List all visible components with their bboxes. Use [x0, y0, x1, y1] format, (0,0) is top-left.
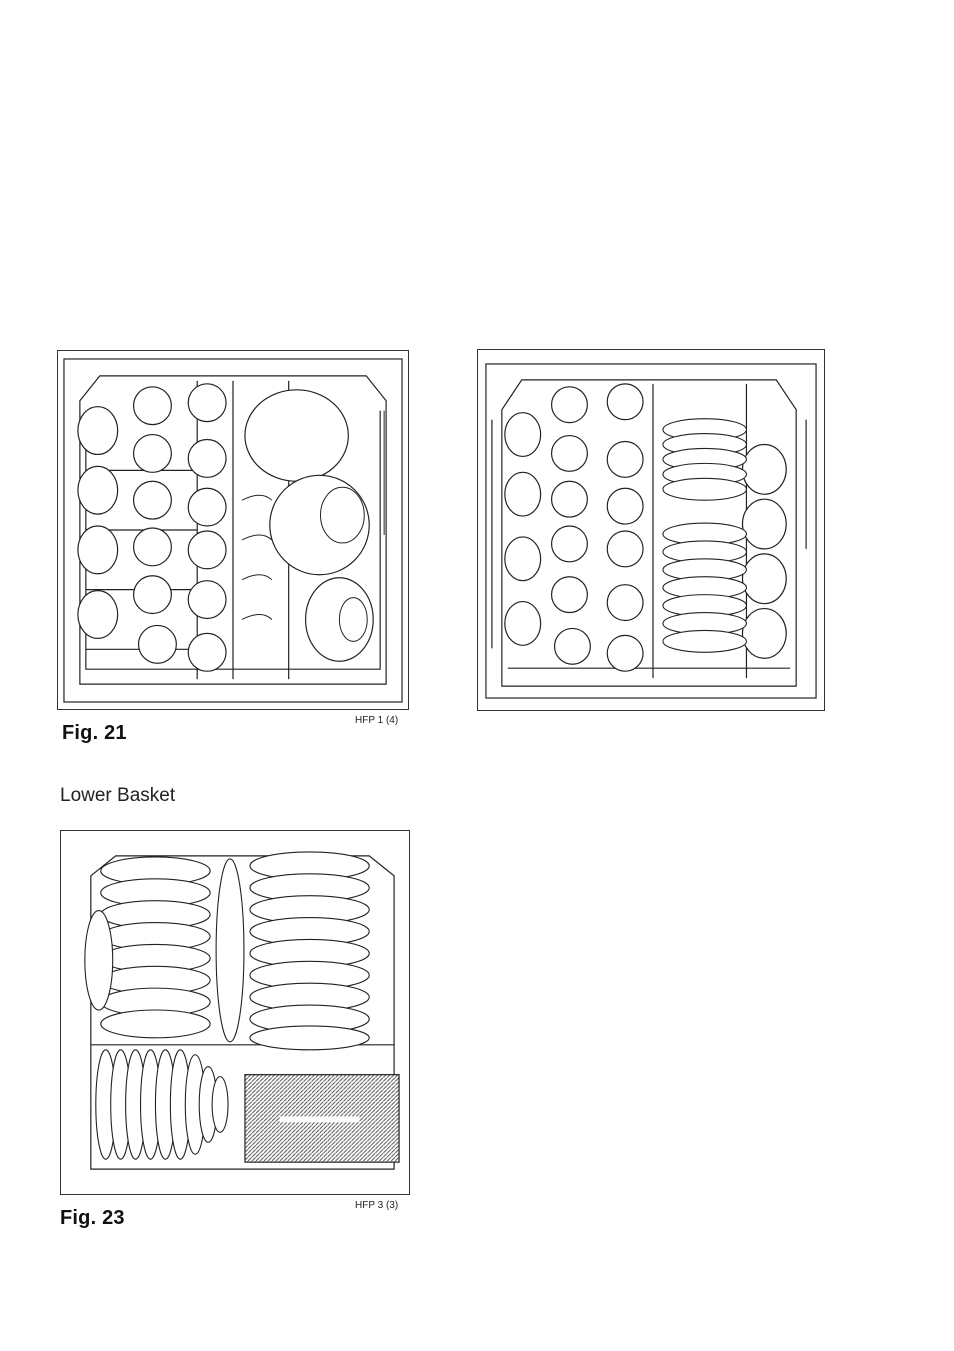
figure-23-reference: HFP 3 (3) [355, 1200, 398, 1211]
figure-22-illustration [477, 349, 825, 711]
figure-21-reference: HFP 1 (4) [355, 715, 398, 726]
figure-21-illustration [57, 350, 409, 710]
upper-basket-cups-plates-drawing [478, 350, 824, 710]
figure-23-illustration [60, 830, 410, 1195]
upper-basket-cups-bowls-drawing [58, 351, 408, 709]
lower-basket-heading: Lower Basket [60, 785, 175, 807]
lower-basket-plates-drawing [61, 831, 409, 1194]
figure-21-caption: Fig. 21 [62, 722, 127, 745]
figure-23-caption: Fig. 23 [60, 1207, 125, 1230]
